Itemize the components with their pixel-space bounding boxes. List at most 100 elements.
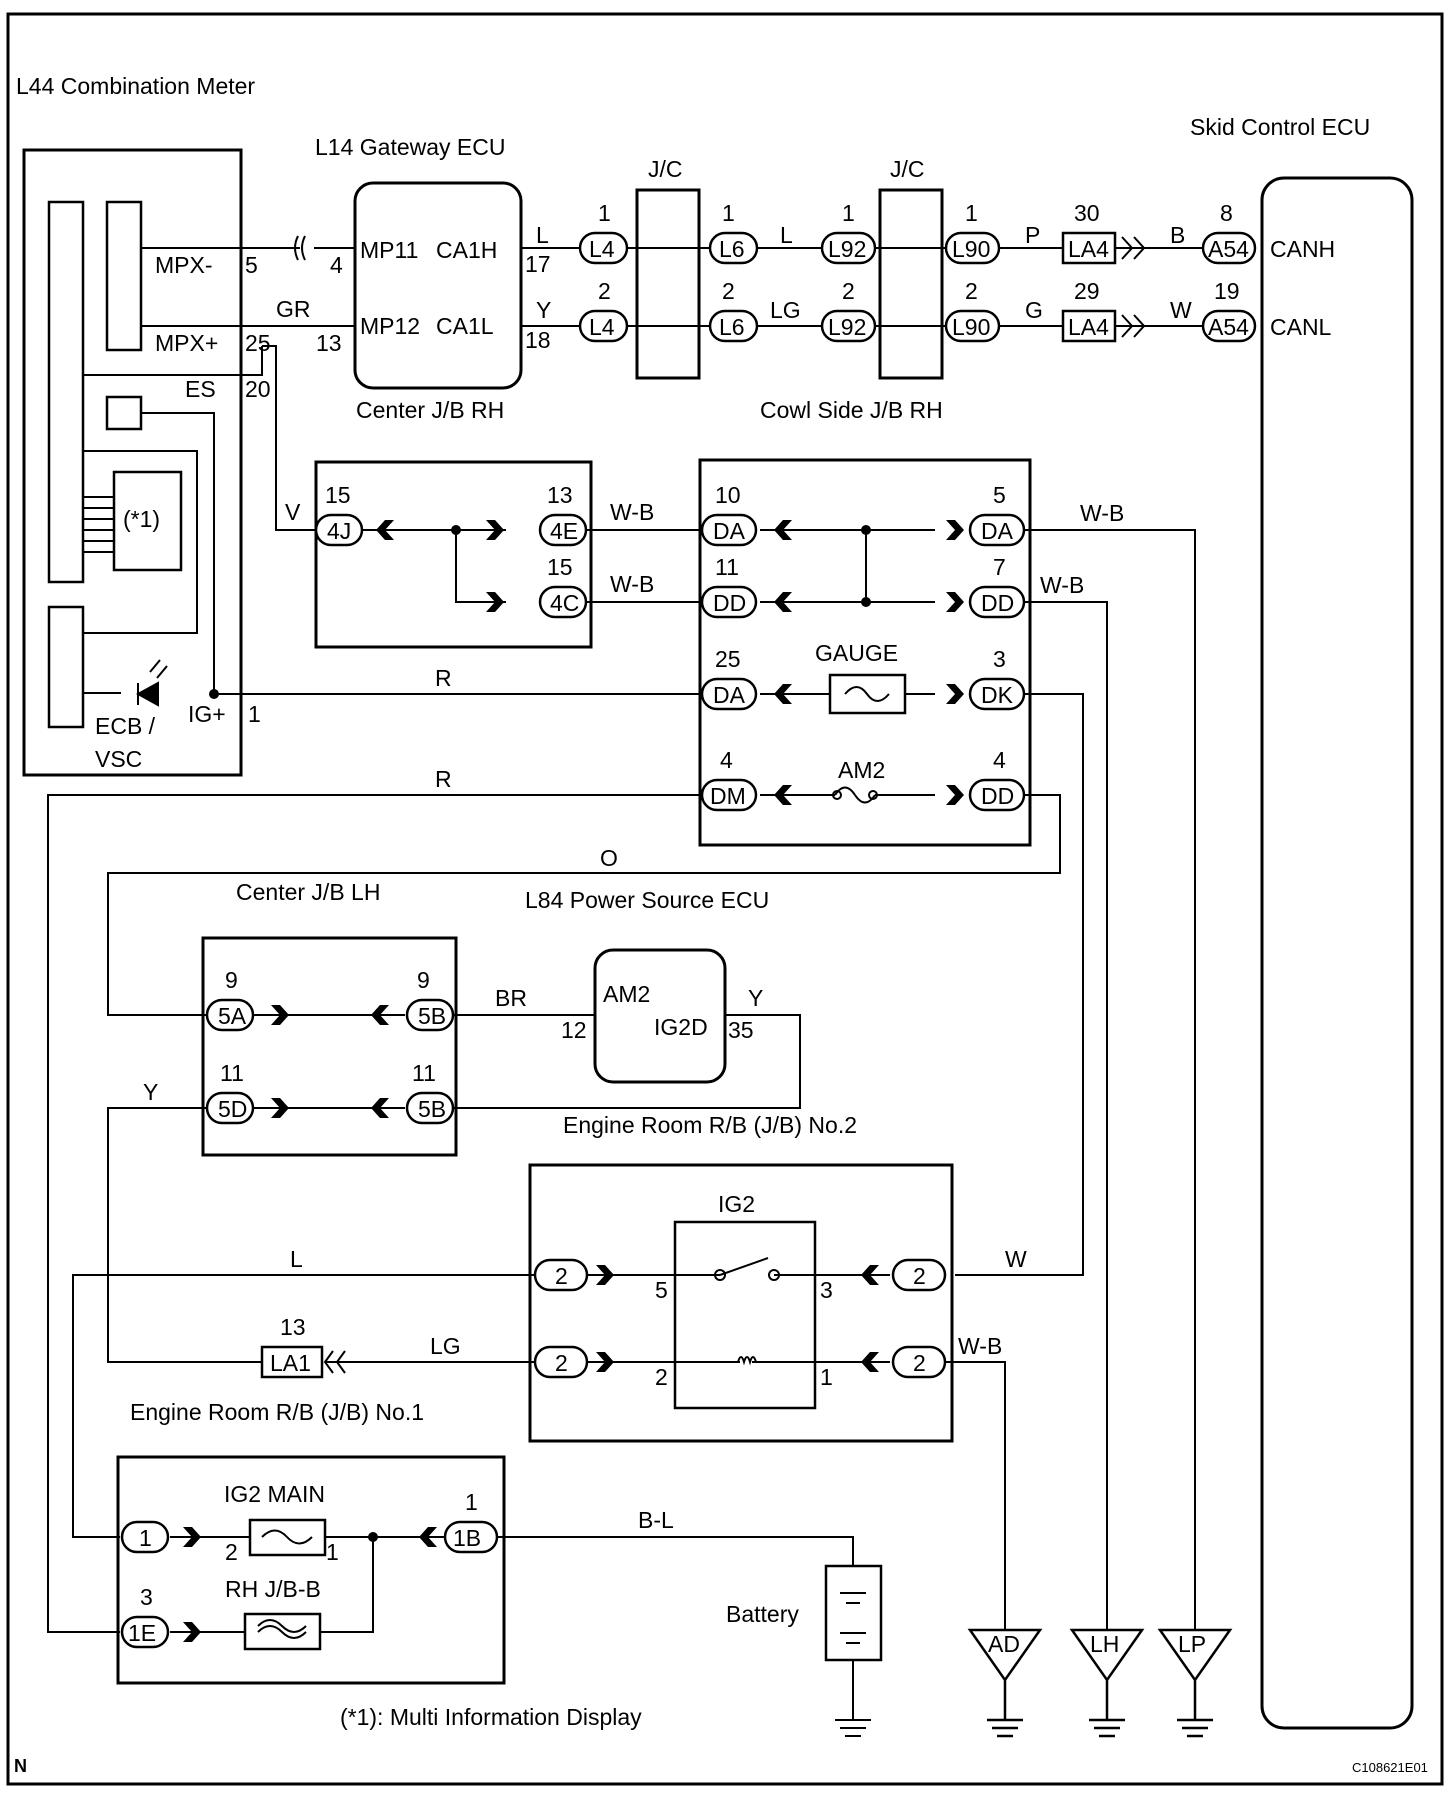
ig2-main-fuse-icon [248,1518,327,1557]
footnote: (*1): Multi Information Display [340,1704,642,1730]
svg-text:LA4: LA4 [1068,314,1109,340]
ecb-vsc-led-icon [135,681,159,707]
svg-text:25: 25 [715,646,741,672]
ig2-relay-label: IG2 [718,1191,755,1217]
engine-room-rb2-box [528,1163,954,1443]
svg-text:2: 2 [842,278,855,304]
can-h-connectors: L4 1 L6 1 L L92 1 L90 1 P LA4 30 B A54 8 [578,200,1257,265]
svg-text:9: 9 [225,967,238,993]
mpx-plus-pin: MPX+ [155,330,218,356]
svg-text:W: W [1170,297,1192,323]
ca1l-num: 18 [525,327,551,353]
gateway-ecu-box [353,181,523,390]
svg-text:A54: A54 [1208,314,1249,340]
svg-text:10: 10 [715,482,741,508]
ig2-relay-icon [673,1220,817,1410]
battery-label: Battery [726,1601,799,1627]
svg-text:4: 4 [720,747,733,773]
conn-1b: 1B [453,1525,481,1551]
center-jb-rh-label: Center J/B RH [356,397,504,423]
ecb-vsc-label-1: ECB / [95,713,156,739]
wire-wb-3: W-B [1080,500,1124,526]
conn-da-25: DA [713,682,746,708]
gauge-fuse-icon [828,673,907,715]
wire-l-2: L [290,1246,303,1272]
svg-text:3: 3 [140,1584,153,1610]
battery-icon [824,1564,883,1662]
mp12-pin: MP12 [360,313,420,339]
svg-text:L92: L92 [828,236,866,262]
conn-4j: 4J [327,518,351,544]
wire-lg-2: LG [430,1333,461,1359]
es-pin: ES [185,376,216,402]
svg-text:P: P [1025,222,1040,248]
svg-text:LH: LH [1090,1631,1119,1657]
svg-text:1: 1 [820,1364,833,1390]
conn-1: 1 [139,1525,152,1551]
svg-text:B: B [1170,222,1185,248]
svg-text:5: 5 [655,1277,668,1303]
conn-dd-7: DD [981,590,1014,616]
es-num: 20 [245,376,271,402]
svg-text:3: 3 [993,646,1006,672]
conn-4e: 4E [550,518,578,544]
wire-r-1: R [435,665,452,691]
wire-y-3: Y [143,1079,158,1105]
conn-4c-num: 15 [547,554,573,580]
ecb-vsc-label-2: VSC [95,746,142,772]
conn-da-10: DA [713,518,746,544]
wire-y-1: Y [536,297,551,323]
svg-text:1: 1 [842,200,855,226]
svg-text:2: 2 [722,278,735,304]
jc-1-label: J/C [648,156,683,182]
conn-dm-4: DM [710,783,746,809]
svg-text:8: 8 [1220,200,1233,226]
svg-text:13: 13 [280,1314,306,1340]
svg-text:LP: LP [1178,1631,1206,1657]
gw-mp11-num: 4 [330,252,343,278]
mpx-minus-pin: MPX- [155,252,213,278]
svg-text:11: 11 [220,1060,244,1086]
power-source-ecu-label: L84 Power Source ECU [525,887,769,913]
wire-o: O [600,845,618,871]
gw-mp12-num: 13 [316,330,342,356]
cowl-side-jb-rh-label: Cowl Side J/B RH [760,397,943,423]
ig2d-pin: IG2D [654,1014,708,1040]
wire-wb-2: W-B [610,571,654,597]
conn-5a: 5A [218,1003,247,1029]
svg-text:L90: L90 [952,314,990,340]
engine-room-rb1-label: Engine Room R/B (J/B) No.1 [130,1399,424,1425]
svg-text:LA4: LA4 [1068,236,1109,262]
svg-text:2: 2 [965,278,978,304]
conn-dd-4: DD [981,783,1014,809]
multi-info-label: (*1) [123,506,160,532]
wire-gr: GR [276,296,311,322]
svg-text:G: G [1025,297,1043,323]
svg-text:29: 29 [1074,278,1100,304]
wire-wb-4: W-B [1040,572,1084,598]
svg-text:9: 9 [417,967,430,993]
multi-info-display-box [112,470,183,572]
meter-small-block [105,395,143,431]
svg-text:30: 30 [1074,200,1100,226]
conn-4j-num: 15 [325,482,351,508]
wire-r-2: R [435,766,452,792]
svg-text:2: 2 [655,1364,668,1390]
jc-2-box [878,188,944,380]
svg-text:1: 1 [965,200,978,226]
conn-dd-11: DD [713,590,746,616]
conn-4c: 4C [550,590,579,616]
svg-text:2: 2 [225,1539,238,1565]
rh-jb-b-fuse-icon [243,1612,322,1651]
svg-text:L6: L6 [719,314,745,340]
svg-text:L92: L92 [828,314,866,340]
meter-mpx-block [105,200,143,352]
svg-text:11: 11 [412,1060,436,1086]
center-jb-lh-box [201,936,458,1157]
wire-wb-1: W-B [610,499,654,525]
svg-text:AD: AD [988,1631,1020,1657]
conn-5b-11: 5B [418,1096,446,1122]
conn-2-d: 2 [913,1350,926,1376]
wire-y-2: Y [748,985,763,1011]
